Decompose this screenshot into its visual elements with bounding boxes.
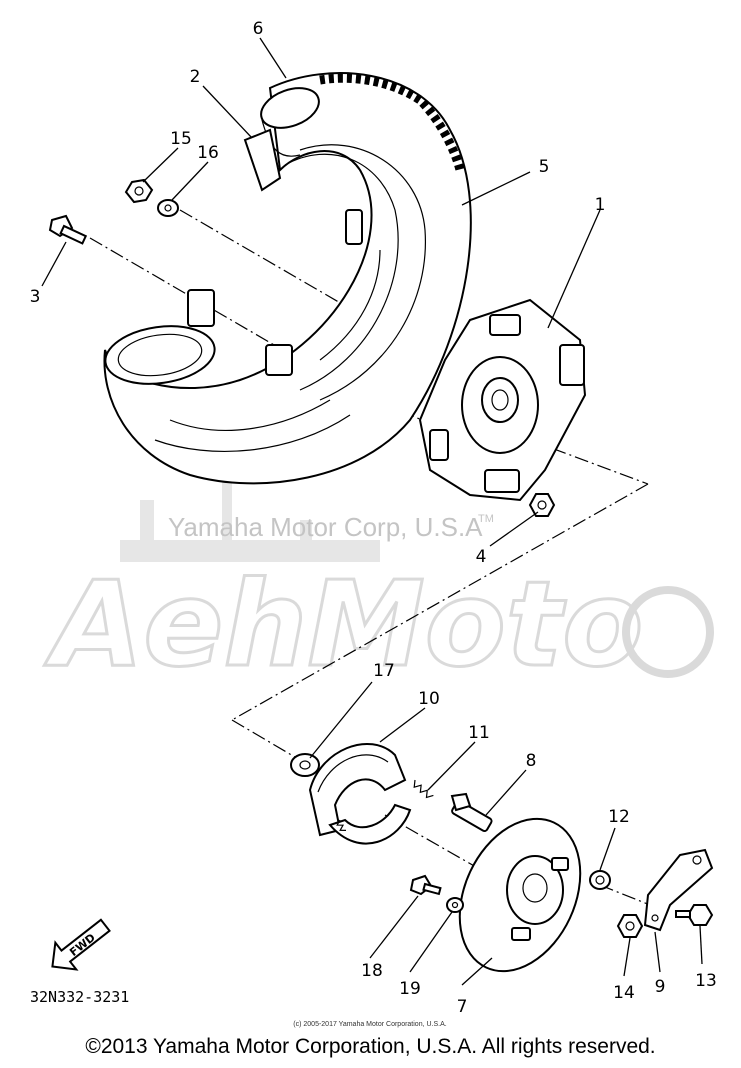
brake-shoe-plate (458, 817, 582, 973)
washer-16 (157, 199, 179, 217)
part-label-17: 17 (373, 661, 395, 681)
wheel-bolt (48, 214, 88, 245)
watermark-skyline (120, 440, 380, 562)
nut-15 (124, 178, 154, 204)
inner-tube (104, 87, 320, 385)
part-label-7: 7 (457, 997, 468, 1017)
part-label-6: 6 (253, 19, 264, 39)
diagram-code: 32N332-3231 (30, 988, 129, 1006)
seal-12 (589, 870, 611, 890)
brake-camshaft (450, 792, 493, 833)
watermark-wheel-icon (622, 586, 714, 678)
camshaft-lever (643, 848, 714, 932)
part-label-12: 12 (608, 807, 630, 827)
tire (103, 72, 472, 485)
wheel-hub (418, 298, 587, 502)
watermark-logo: AehMoto (44, 555, 643, 693)
leader-lines (41, 37, 703, 986)
part-label-14: 14 (613, 983, 635, 1003)
brake-spring (336, 779, 434, 831)
watermark-text: Yamaha Motor Corp, U.S.A (168, 512, 483, 542)
small-copyright: (c) 2005-2017 Yamaha Motor Corporation, … (293, 1021, 446, 1028)
part-label-9: 9 (655, 977, 666, 997)
bolt-18 (409, 874, 442, 896)
part-label-16: 16 (197, 143, 219, 163)
fwd-arrow: FWD (51, 918, 111, 971)
part-label-13: 13 (695, 971, 717, 991)
part-label-8: 8 (526, 751, 537, 771)
part-label-19: 19 (399, 979, 421, 999)
nut-4 (528, 493, 556, 517)
part-label-5: 5 (539, 157, 550, 177)
part-label-18: 18 (361, 961, 383, 981)
part-label-15: 15 (170, 129, 192, 149)
watermark: AehMoto Yamaha Motor Corp, U.S.A TM (43, 440, 714, 695)
nut-14 (616, 914, 644, 938)
part-label-2: 2 (190, 67, 201, 87)
washer-17 (290, 753, 320, 777)
part-label-10: 10 (418, 689, 440, 709)
tube-valve (187, 209, 363, 376)
part-label-4: 4 (476, 547, 487, 567)
copyright-footer: ©2013 Yamaha Motor Corporation, U.S.A. A… (85, 1035, 656, 1058)
washer-19 (446, 897, 464, 913)
watermark-trademark: TM (478, 513, 494, 525)
brake-shoe (308, 743, 412, 845)
part-label-1: 1 (595, 195, 606, 215)
bolt-13 (675, 904, 714, 926)
part-label-3: 3 (30, 287, 41, 307)
part-labels: 1 2 3 4 5 6 7 8 9 10 11 12 13 14 15 16 1… (30, 19, 717, 1017)
part-label-11: 11 (468, 723, 490, 743)
